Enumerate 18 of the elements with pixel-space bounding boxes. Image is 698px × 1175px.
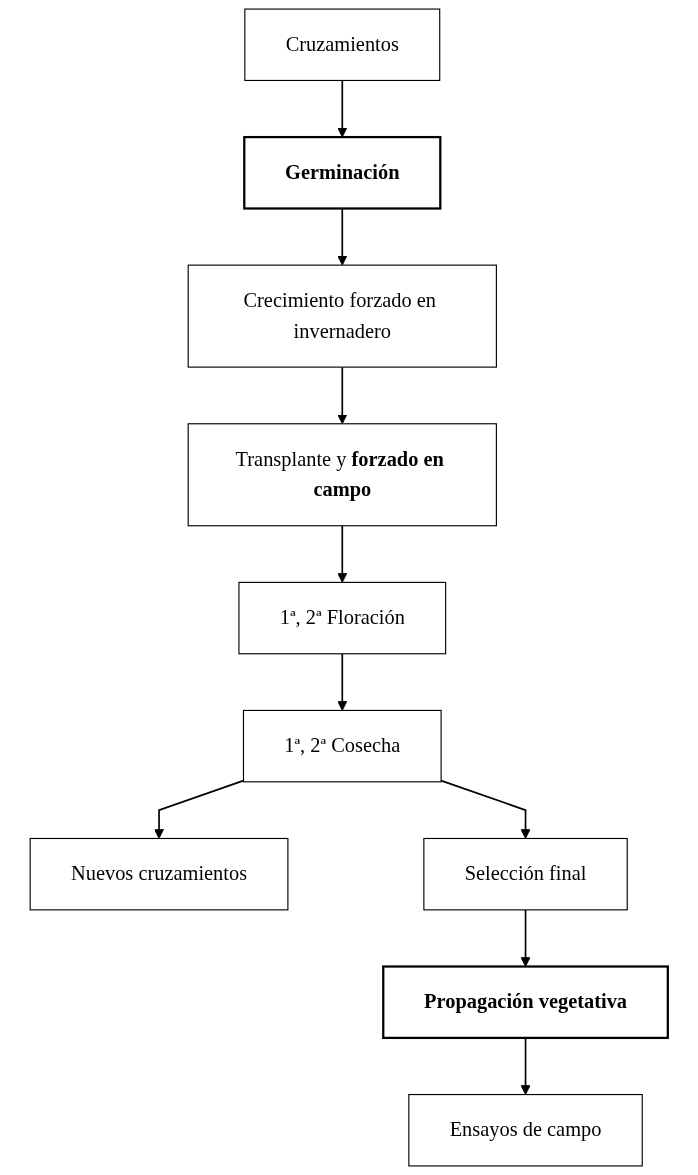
- node-box: Transplante y forzado en campo: [187, 423, 497, 527]
- node-box: 1ª, 2ª Floración: [238, 581, 447, 655]
- arrow: [337, 652, 348, 711]
- arrow: [337, 524, 348, 583]
- node-box: 1ª, 2ª Cosecha: [242, 709, 442, 783]
- arrow: [337, 79, 348, 138]
- node-box: Selección final: [423, 837, 628, 911]
- arrow: [337, 366, 348, 425]
- arrow: [154, 779, 245, 839]
- arrow: [520, 1037, 531, 1095]
- node-box: Ensayos de campo: [408, 1094, 643, 1167]
- node-box: Propagación vegetativa: [382, 965, 669, 1040]
- node-box: Germinación: [243, 135, 442, 210]
- arrow: [440, 779, 531, 839]
- node-box: Cruzamientos: [244, 8, 441, 81]
- node-box: Nuevos cruzamientos: [29, 837, 289, 911]
- arrow: [520, 909, 531, 967]
- node-box: Crecimiento forzado en invernadero: [187, 264, 497, 368]
